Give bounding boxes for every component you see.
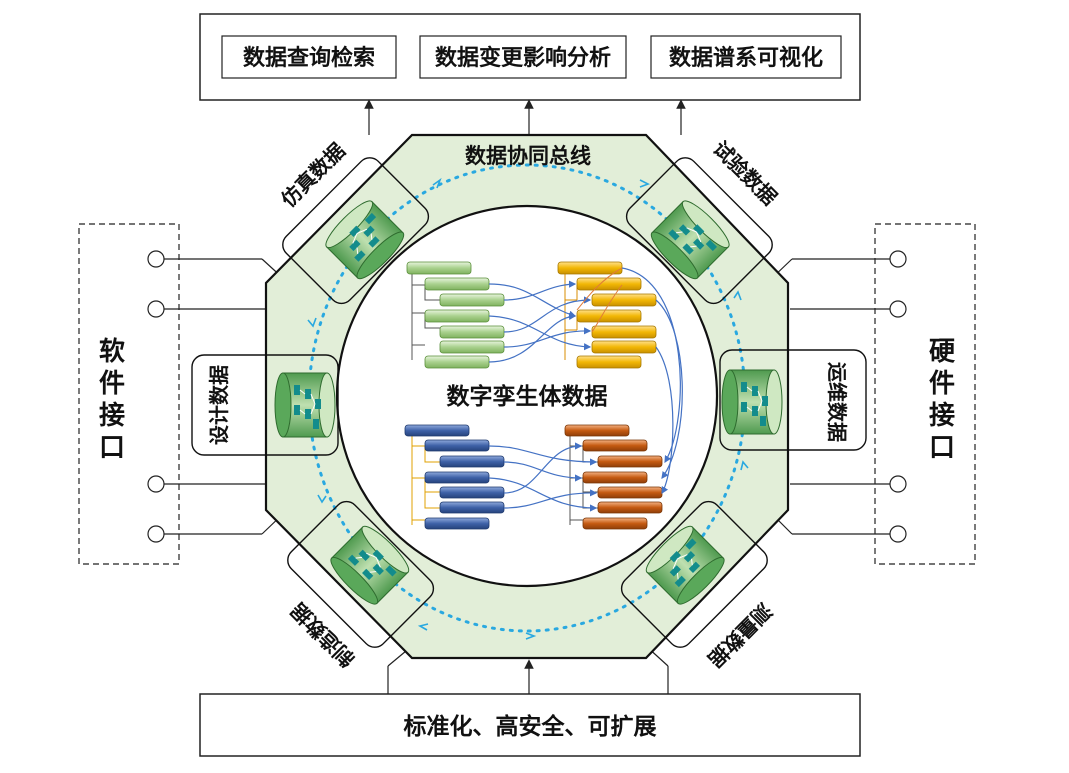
top-item-query: 数据查询检索 <box>243 45 375 71</box>
port-circle[interactable] <box>147 525 165 543</box>
hardware-interface-char-4: 口 <box>929 433 955 463</box>
hardware-interface-frame <box>874 223 976 565</box>
operation-data-label: 运维数据 <box>825 362 849 442</box>
operation-db-icon <box>721 369 783 435</box>
port-circle[interactable] <box>147 300 165 318</box>
port-circle[interactable] <box>147 250 165 268</box>
hardware-interface-char-3: 接 <box>929 401 955 431</box>
software-interface-char-1: 软 <box>99 337 125 367</box>
design-db-icon <box>274 372 336 438</box>
data-bus-label: 数据协同总线 <box>465 144 591 168</box>
measurement-data-panel[interactable] <box>617 497 773 653</box>
software-interface-char-3: 接 <box>99 401 125 431</box>
top-item-lineage: 数据谱系可视化 <box>669 45 823 71</box>
port-circle[interactable] <box>147 475 165 493</box>
operation-data-panel[interactable] <box>719 349 867 451</box>
yellow-tree <box>564 270 578 360</box>
top-item-impact: 数据变更影响分析 <box>435 45 611 71</box>
test-data-label: 试验数据 <box>708 136 782 210</box>
design-data-label: 设计数据 <box>207 365 231 445</box>
hardware-interface-char-2: 件 <box>929 369 955 399</box>
bottom-bar-frame <box>199 693 861 757</box>
port-circle[interactable] <box>889 525 907 543</box>
port-circle[interactable] <box>889 475 907 493</box>
top-item-box-lineage[interactable] <box>650 35 842 79</box>
top-item-box-impact[interactable] <box>419 35 627 79</box>
software-interface-char-4: 口 <box>99 433 125 463</box>
lineage-illustration <box>404 261 683 530</box>
hardware-interface-char-1: 硬 <box>929 337 956 367</box>
design-data-panel[interactable] <box>191 354 339 456</box>
bottom-bar-label: 标准化、高安全、可扩展 <box>404 713 657 740</box>
simulation-data-label: 仿真数据 <box>276 138 350 212</box>
manufacturing-data-panel[interactable] <box>283 497 439 653</box>
center-label: 数字孪生体数据 <box>447 383 608 410</box>
port-circle[interactable] <box>889 250 907 268</box>
orange-bars <box>564 424 663 530</box>
software-ports <box>147 250 286 543</box>
software-interface-char-2: 件 <box>99 369 125 399</box>
top-item-box-query[interactable] <box>221 35 397 79</box>
blue-bars <box>404 424 505 530</box>
blue-tree <box>411 432 440 525</box>
simulation-data-panel[interactable] <box>278 153 434 309</box>
port-circle[interactable] <box>889 300 907 318</box>
bus-flow-arrows <box>307 177 749 640</box>
green-tree <box>411 270 440 360</box>
test-data-panel[interactable] <box>622 153 778 309</box>
lineage-links <box>488 267 683 512</box>
orange-links <box>576 267 623 333</box>
software-interface-frame <box>78 223 180 565</box>
green-bars <box>406 261 505 369</box>
manufacturing-data-label: 制造数据 <box>286 598 360 672</box>
hardware-ports <box>769 250 907 543</box>
yellow-bars <box>557 261 657 369</box>
measurement-data-label: 测量数据 <box>703 598 777 672</box>
